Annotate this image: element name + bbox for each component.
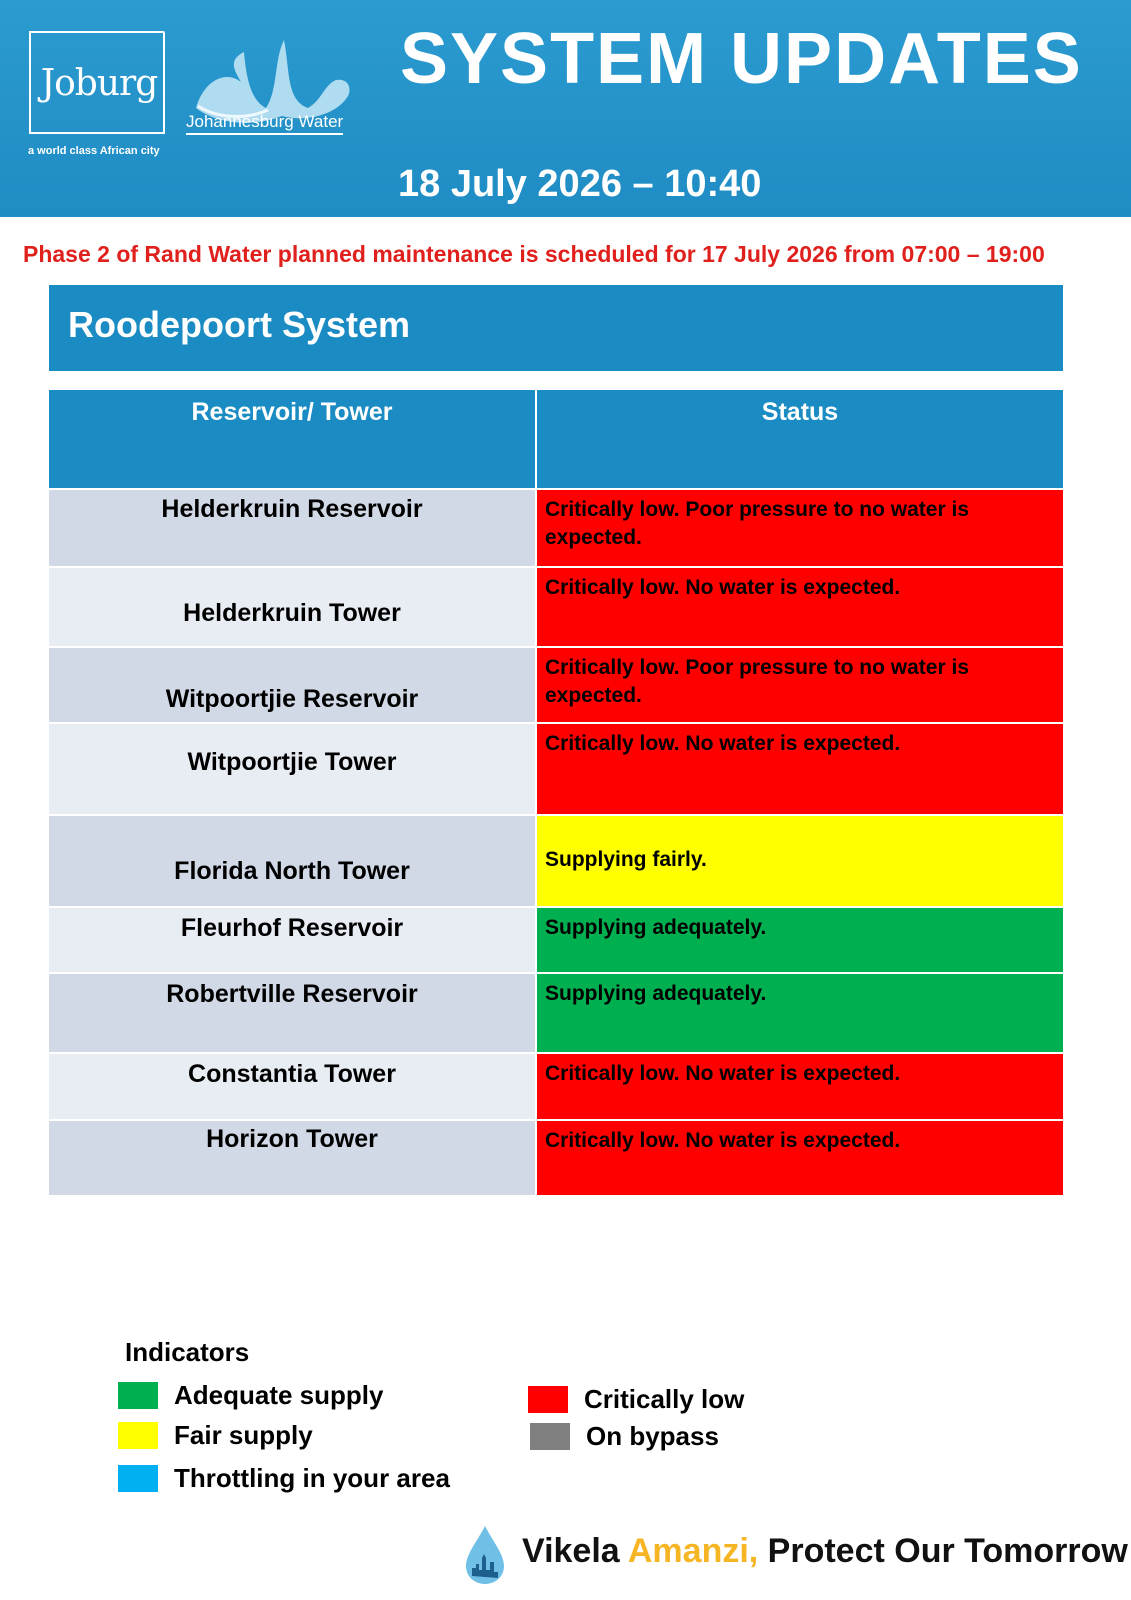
table-row: Constantia Tower Critically low. No wate… — [49, 1052, 1063, 1119]
indicator-label: On bypass — [586, 1421, 719, 1451]
indicator-bypass: On bypass — [530, 1421, 719, 1452]
footer-slogan: Vikela Amanzi, Protect Our Tomorrow — [522, 1532, 1128, 1571]
grey-swatch — [530, 1423, 570, 1450]
status-cell: Supplying fairly. — [537, 816, 1063, 906]
status-cell: Critically low. No water is expected. — [537, 1054, 1063, 1119]
water-drop-skyline-icon — [466, 1526, 504, 1584]
column-header-status: Status — [761, 398, 839, 426]
column-header-reservoir: Reservoir/ Tower — [49, 390, 537, 488]
table-row: Robertville Reservoir Supplying adequate… — [49, 972, 1063, 1052]
red-swatch — [528, 1386, 568, 1413]
joburg-logo-text: Joburg — [40, 63, 159, 104]
table-header: Reservoir/ Tower Status — [49, 390, 1063, 488]
indicators-title: Indicators — [125, 1337, 250, 1367]
indicator-critical: Critically low — [528, 1384, 744, 1415]
status-cell: Critically low. No water is expected. — [537, 724, 1063, 814]
status-cell: Critically low. No water is expected. — [537, 568, 1063, 646]
table-row: Helderkruin Tower Critically low. No wat… — [49, 566, 1063, 646]
status-cell: Critically low. Poor pressure to no wate… — [537, 490, 1063, 566]
indicator-adequate: Adequate supply — [118, 1380, 383, 1411]
blue-swatch — [118, 1465, 158, 1492]
table-row: Horizon Tower Critically low. No water i… — [49, 1119, 1063, 1195]
reservoir-name: Helderkruin Tower — [49, 568, 537, 646]
joburg-logo: Joburg — [29, 31, 165, 134]
reservoir-name: Fleurhof Reservoir — [49, 908, 537, 972]
table-row: Florida North Tower Supplying fairly. — [49, 814, 1063, 906]
logo-tagline: a world class African city — [28, 145, 160, 157]
reservoir-name: Robertville Reservoir — [49, 974, 537, 1052]
reservoir-name: Florida North Tower — [49, 816, 537, 906]
page-title: SYSTEM UPDATES — [400, 19, 1083, 99]
status-cell: Critically low. Poor pressure to no wate… — [537, 648, 1063, 722]
indicator-label: Throttling in your area — [174, 1463, 450, 1493]
table-row: Helderkruin Reservoir Critically low. Po… — [49, 488, 1063, 566]
update-datetime: 18 July 2026 – 10:40 — [398, 163, 762, 205]
reservoir-name: Witpoortjie Reservoir — [49, 648, 537, 722]
status-cell: Critically low. No water is expected. — [537, 1121, 1063, 1195]
header-banner: Joburg a world class African city Johann… — [0, 0, 1131, 217]
table-row: Witpoortjie Tower Critically low. No wat… — [49, 722, 1063, 814]
status-table: Reservoir/ Tower Status Helderkruin Rese… — [49, 390, 1063, 1195]
green-swatch — [118, 1382, 158, 1409]
slogan-accent: Amanzi, — [627, 1532, 759, 1570]
johannesburg-water-logo-icon — [196, 40, 350, 123]
reservoir-name: Helderkruin Reservoir — [49, 490, 537, 566]
reservoir-name: Witpoortjie Tower — [49, 724, 537, 814]
table-row: Witpoortjie Reservoir Critically low. Po… — [49, 646, 1063, 722]
indicator-throttling: Throttling in your area — [118, 1463, 450, 1494]
indicator-label: Critically low — [584, 1384, 745, 1414]
reservoir-name: Constantia Tower — [49, 1054, 537, 1119]
slogan-part1: Vikela — [522, 1532, 628, 1570]
indicator-fair: Fair supply — [118, 1420, 313, 1451]
indicator-label: Adequate supply — [174, 1380, 384, 1410]
yellow-swatch — [118, 1422, 158, 1449]
system-title: Roodepoort System — [49, 285, 1063, 371]
status-cell: Supplying adequately. — [537, 974, 1063, 1052]
table-row: Fleurhof Reservoir Supplying adequately. — [49, 906, 1063, 972]
johannesburg-water-text: Johannesburg Water — [186, 112, 344, 135]
reservoir-name: Horizon Tower — [49, 1121, 537, 1195]
indicator-label: Fair supply — [174, 1420, 313, 1450]
slogan-part2: Protect Our Tomorrow — [758, 1532, 1128, 1570]
maintenance-notice: Phase 2 of Rand Water planned maintenanc… — [23, 241, 1045, 267]
status-cell: Supplying adequately. — [537, 908, 1063, 972]
